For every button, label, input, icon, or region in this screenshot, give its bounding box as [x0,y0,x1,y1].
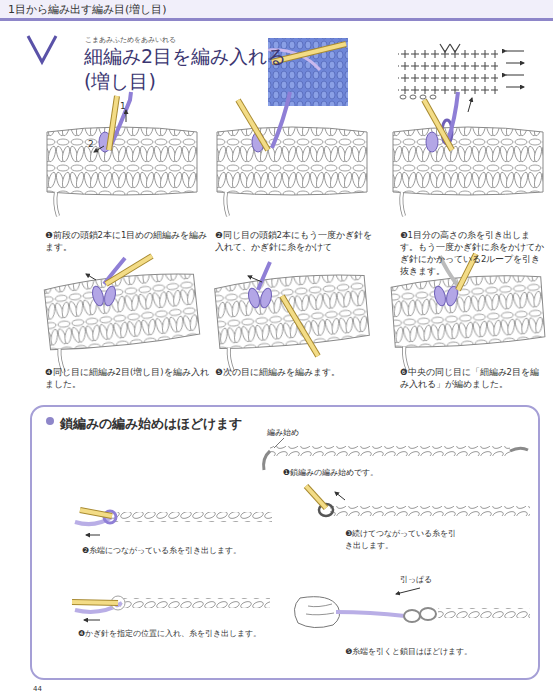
step-caption: ❸続けてつながっている糸を引き出します。 [345,528,457,552]
step-illustration [272,92,290,148]
header-band: 1目から編み出す編み目(増し目) [0,0,553,21]
stitch-chart [400,95,406,99]
step-illustration [44,269,202,373]
step-illustration [282,296,318,356]
node-text: 1目から編み出す編み目(増し目) [8,3,308,17]
step-illustration [391,272,547,371]
step-illustration [282,296,318,356]
chain-illustration [86,535,100,536]
step-illustration [393,127,543,216]
chain-illustration [306,486,326,508]
chain-illustration [80,510,112,516]
chain-illustration [80,510,112,516]
stitch-chart [506,87,524,88]
chain-illustration [330,506,530,516]
step-caption: ❷同じ目の頭鎖2本にもう一度かぎ針を入れて、かぎ針に糸をかけて [215,229,380,253]
bullet-dot [46,417,54,425]
ruby-text: こまあみふためをあみいれる [85,35,285,45]
step-illustration [109,96,117,150]
step-caption: ❷糸端につながっている糸を引き出します。 [82,545,312,557]
chain-illustration [264,451,270,470]
step-illustration [94,146,104,152]
step-illustration [468,98,472,112]
step-illustration [433,285,448,307]
chain-illustration [72,596,270,620]
step-illustration [214,271,371,373]
note-box: 鎖編みの編み始めはほどけます [30,405,540,680]
step-caption: ❹同じ目に細編み2目(増し目)を編み入れました。 [45,366,210,390]
step-illustration [91,285,106,307]
chain-illustration [72,602,118,603]
chain-illustration [306,486,530,516]
chain-illustration [84,620,100,621]
chain-illustration [438,608,530,618]
step-illustration [86,274,96,280]
stitch-chart [430,95,436,99]
step-illustration [103,285,118,307]
step-illustration [109,92,131,150]
stitch-chart [398,44,524,99]
chain-illustration [306,486,326,508]
step-illustration [424,100,452,150]
step-caption: ❶前段の頭鎖2本に1目めの細編みを編みます。 [45,229,210,253]
step-illustration [47,127,197,216]
chain-illustration [112,512,272,522]
chain-illustration [404,610,420,622]
chain-illustration [264,438,528,470]
step-illustration [248,276,262,282]
step-illustration [426,132,438,152]
step-caption: ❺糸端を引くと鎖目はほどけます。 [345,646,535,658]
step-illustration [448,92,458,140]
step-illustration [214,262,371,372]
step-caption: ❸1目分の高さの糸を引き出します。もう一度かぎ針に糸をかけてかぎ針にかかっている… [400,229,545,277]
stitch-chart [506,63,524,64]
step-illustration [238,100,268,150]
step-illustration [393,92,543,216]
step-illustration [424,100,452,150]
stitch-chart [506,51,524,52]
chain-illustration [294,597,339,628]
step-caption: ❶鎖編みの編み始めです。 [283,467,483,479]
stitch-chart [440,44,460,52]
step-illustration [47,92,197,216]
v-symbol [28,36,56,62]
title-text: 細編み2目を編み入れる (増し目) [84,44,302,94]
step-illustration [238,100,268,150]
step-illustration [44,256,202,374]
stitch-chart [420,95,426,99]
page-number: 44 [33,684,63,694]
stitch-chart [410,95,416,99]
chain-illustration [120,598,270,608]
callout-number: 2 [88,138,100,151]
chain-illustration [510,448,528,451]
chain-illustration [270,446,510,456]
step-caption: ❻中央の同じ目に「細編み2目を編み入れる」が編めました。 [400,366,545,390]
part-label: 引っぱる [400,574,460,586]
chain-illustration [396,588,420,594]
step-illustration [126,110,127,122]
chain-illustration [306,604,334,615]
step-caption: ❹かぎ針を指定の位置に入れ、糸を引き出します。 [78,628,318,640]
callout-number: 1 [120,100,132,113]
chain-illustration [420,608,436,620]
step-illustration [109,96,117,150]
stitch-chart [506,75,524,76]
step-illustration [106,256,152,284]
chain-illustration [336,612,405,616]
step-illustration [258,262,270,290]
step-illustration [259,287,274,309]
chain-illustration [72,602,118,603]
step-illustration [217,127,367,216]
v-symbol [28,36,56,62]
part-label: 編み始め [267,427,327,439]
step-illustration [106,256,152,284]
stitch-chart [398,46,498,94]
chain-illustration [75,510,272,535]
step-illustration [217,92,367,216]
chain-illustration [335,492,345,500]
chain-illustration [294,588,530,628]
step-caption: ❺次の目に細編みを編みます。 [215,366,380,378]
